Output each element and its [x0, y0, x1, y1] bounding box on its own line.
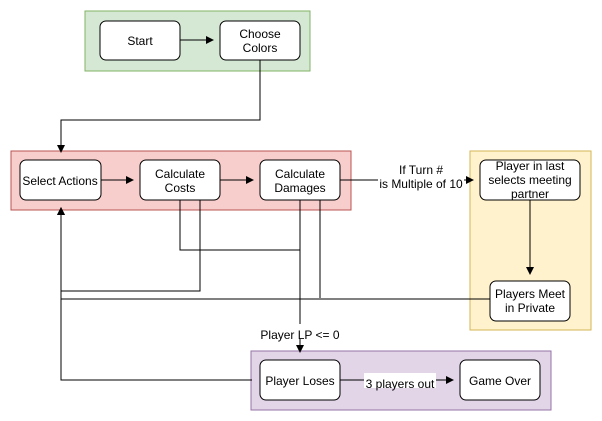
- label-line: 3 players out: [366, 377, 435, 391]
- label-line: Damages: [274, 181, 325, 195]
- node-select-actions[interactable]: Select Actions: [19, 159, 102, 201]
- node-game-over[interactable]: Game Over: [459, 359, 541, 401]
- edge-label-turn-condition: If Turn #is Multiple of 10: [379, 163, 463, 191]
- edge-calculate-costs-loop-to-select-actions: [61, 200, 201, 292]
- node-label: Player Loses: [265, 374, 334, 388]
- node-label: Game Over: [469, 374, 531, 388]
- label-line: Players Meet: [495, 287, 566, 301]
- edge-label-bg-out: [364, 373, 436, 388]
- node-box[interactable]: [219, 20, 301, 61]
- node-box[interactable]: [489, 280, 571, 322]
- node-box[interactable]: [259, 159, 341, 201]
- label-line: Start: [127, 34, 153, 48]
- label-line: selects meeting: [488, 173, 571, 187]
- node-label: Select Actions: [22, 174, 97, 188]
- label-line: partner: [511, 187, 549, 201]
- label-line: If Turn #: [399, 163, 443, 177]
- node-box[interactable]: [259, 359, 341, 401]
- node-box[interactable]: [139, 159, 221, 201]
- node-box[interactable]: [99, 20, 181, 61]
- node-box[interactable]: [459, 359, 541, 401]
- edge-label-bg-turn: [378, 166, 464, 194]
- edge-player-loses-to-select-actions: [57, 207, 252, 381]
- node-box[interactable]: [19, 159, 102, 201]
- edge-choose-colors-to-select-actions: [57, 60, 261, 153]
- label-line: is Multiple of 10: [379, 177, 463, 191]
- node-start[interactable]: Start: [99, 20, 181, 61]
- node-box[interactable]: [479, 159, 581, 201]
- label-line: Game Over: [469, 374, 531, 388]
- node-label: Start: [127, 34, 153, 48]
- label-line: Costs: [165, 181, 196, 195]
- label-line: Choose: [239, 27, 281, 41]
- label-line: in Private: [505, 301, 555, 315]
- node-player-loses[interactable]: Player Loses: [259, 359, 341, 401]
- edge-label-bg-lp: [258, 324, 342, 339]
- label-line: Calculate: [275, 167, 325, 181]
- edge-players-meet-to-select-actions: [57, 207, 490, 300]
- label-line: Select Actions: [22, 174, 97, 188]
- label-line: Player in last: [496, 159, 565, 173]
- label-line: Colors: [243, 41, 278, 55]
- label-line: Player LP <= 0: [260, 328, 339, 342]
- label-line: Calculate: [155, 167, 205, 181]
- edge-label-lp-condition: Player LP <= 0: [260, 328, 339, 342]
- edge-label-players-out: 3 players out: [366, 377, 435, 391]
- edge-calculate-costs-to-player-loses: [179, 200, 304, 353]
- label-line: Player Loses: [265, 374, 334, 388]
